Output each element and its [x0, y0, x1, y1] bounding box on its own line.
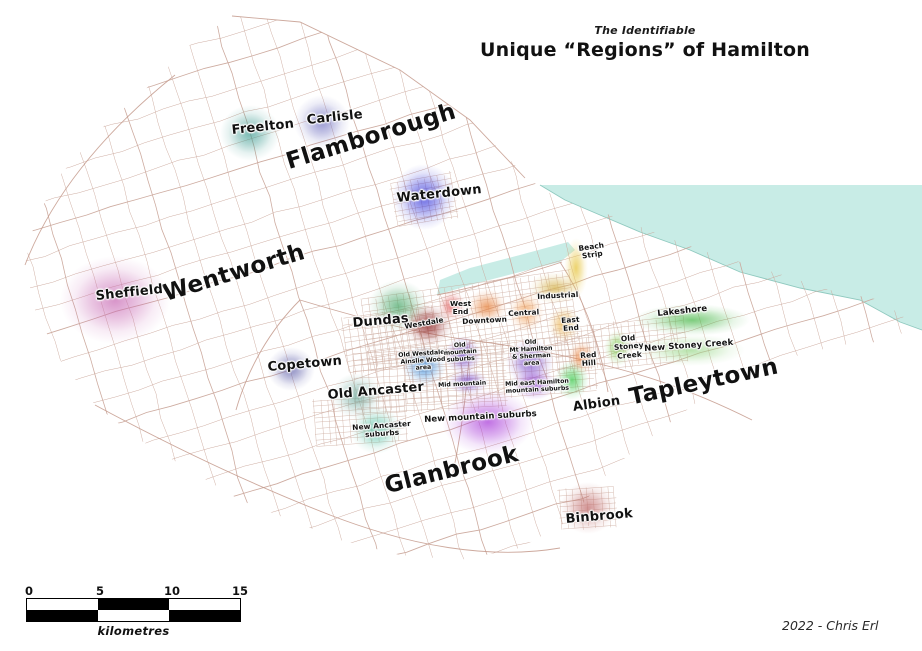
scale-cell-2	[98, 599, 169, 621]
map-credit: 2022 - Chris Erl	[782, 618, 879, 633]
map-title-block: The Identifiable Unique “Regions” of Ham…	[480, 24, 810, 62]
scale-cell-3	[169, 599, 240, 621]
map-title: Unique “Regions” of Hamilton	[480, 39, 810, 61]
scale-tick-labels: 0 5 10 15	[24, 584, 249, 598]
scale-bar: 0 5 10 15 kilometres	[24, 584, 249, 638]
scale-bar-graphic	[26, 598, 241, 622]
harbour-inlet	[437, 242, 575, 295]
scale-cell-1	[27, 599, 98, 621]
scale-tick-1: 5	[95, 584, 105, 598]
scale-units-label: kilometres	[97, 624, 170, 638]
lake-ontario	[540, 185, 922, 330]
map-subtitle: The Identifiable	[594, 24, 696, 37]
scale-tick-0: 0	[24, 584, 34, 598]
scale-tick-3: 15	[231, 584, 249, 598]
lake-shoreline	[539, 184, 922, 331]
scale-tick-2: 10	[163, 584, 181, 598]
